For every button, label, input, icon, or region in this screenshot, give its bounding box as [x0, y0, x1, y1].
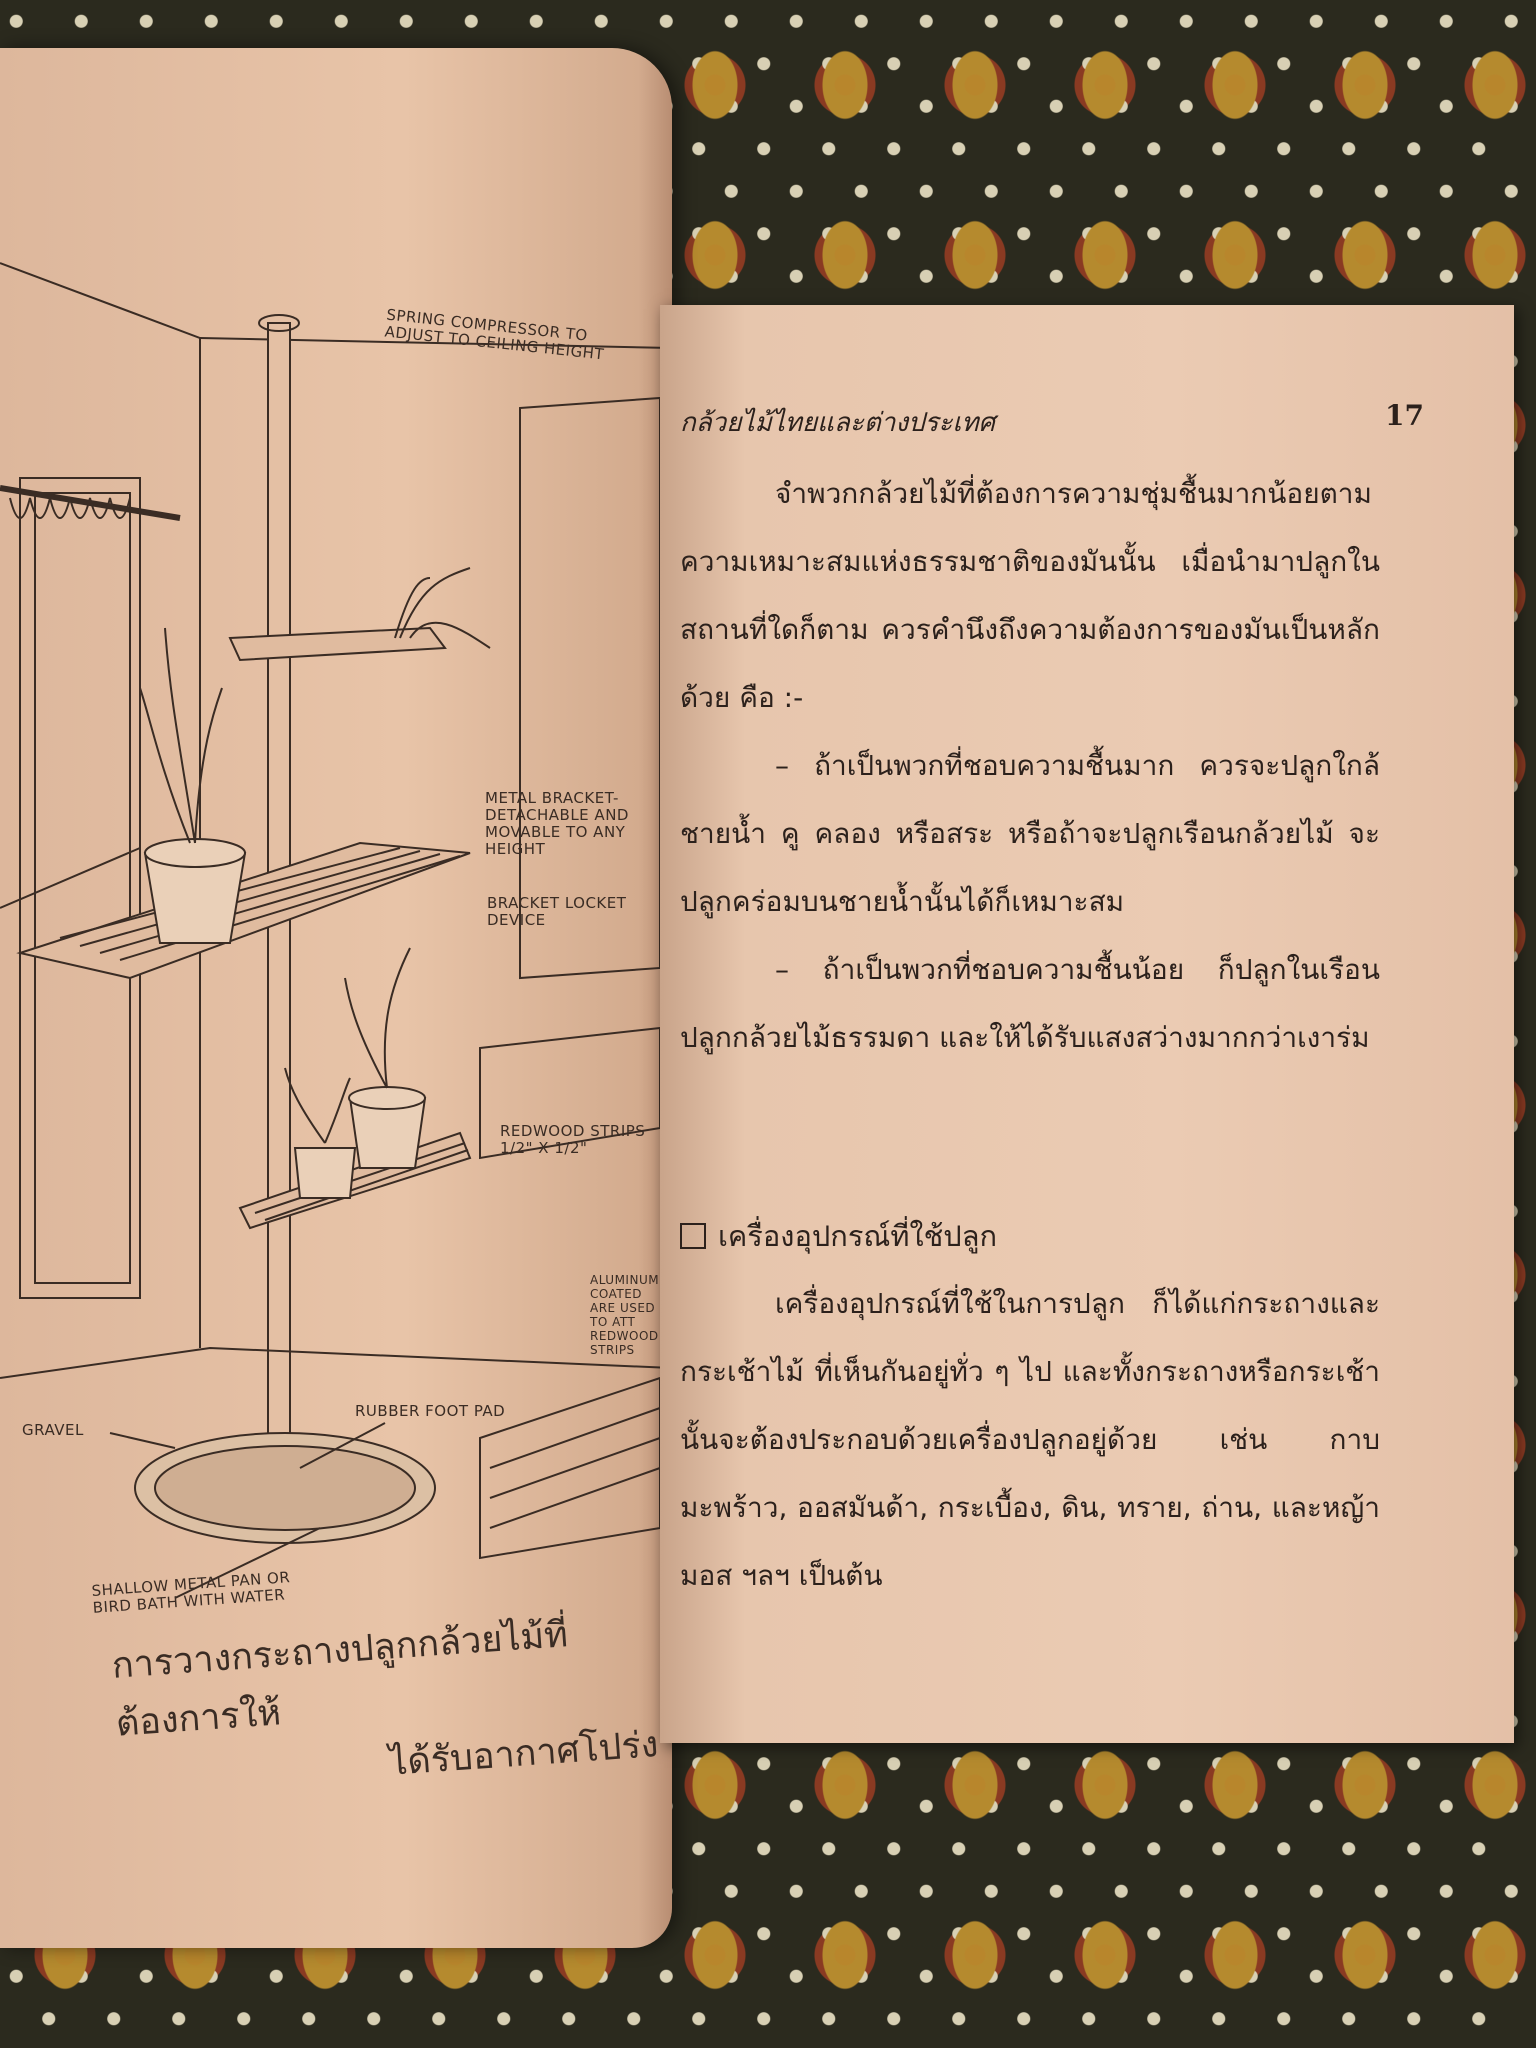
section-heading: เครื่องอุปกรณ์ที่ใช้ปลูก: [680, 1213, 997, 1259]
section-paragraph: เครื่องอุปกรณ์ที่ใช้ในการปลูก ก็ได้แก่กร…: [680, 1287, 1380, 1592]
square-bullet-icon: [680, 1223, 706, 1249]
body-text: จำพวกกล้วยไม้ที่ต้องการความชุ่มชื้นมากน้…: [680, 460, 1380, 1072]
running-head: กล้วยไม้ไทยและต่างประเทศ: [680, 408, 995, 438]
redwood-strips-label: REDWOOD STRIPS 1/2" X 1/2": [500, 1122, 646, 1157]
right-page: กล้วยไม้ไทยและต่างประเทศ 17 จำพวกกล้วยไม…: [660, 305, 1514, 1743]
left-page: SPRING COMPRESSOR TO ADJUST TO CEILING H…: [0, 48, 672, 1948]
paragraph-3: – ถ้าเป็นพวกที่ชอบความชื้นน้อย ก็ปลูกในเ…: [680, 953, 1380, 1054]
illustration-caption: การวางกระถางปลูกกล้วยไม้ที่ต้องการให้ ได…: [110, 1599, 672, 1812]
metal-bracket-label: METAL BRACKET- DETACHABLE AND MOVABLE TO…: [485, 789, 629, 858]
aluminum-coated-label: ALUMINUM COATED ARE USED TO ATT REDWOOD …: [590, 1273, 660, 1357]
bracket-locket-label: BRACKET LOCKET DEVICE: [487, 894, 627, 929]
paragraph-2: – ถ้าเป็นพวกที่ชอบความชื้นมาก ควรจะปลูกใ…: [680, 749, 1380, 918]
section-heading-text: เครื่องอุปกรณ์ที่ใช้ปลูก: [718, 1219, 998, 1253]
rubber-foot-pad-label: RUBBER FOOT PAD: [355, 1402, 506, 1420]
caption-line-1: การวางกระถางปลูกกล้วยไม้ที่ต้องการให้: [110, 1614, 570, 1745]
plant-stand-illustration: [0, 262, 672, 1599]
section-body-text: เครื่องอุปกรณ์ที่ใช้ในการปลูก ก็ได้แก่กร…: [680, 1270, 1380, 1610]
paragraph-1: จำพวกกล้วยไม้ที่ต้องการความชุ่มชื้นมากน้…: [680, 477, 1380, 714]
gravel-label: GRAVEL: [22, 1421, 84, 1439]
page-number: 17: [1385, 399, 1424, 432]
